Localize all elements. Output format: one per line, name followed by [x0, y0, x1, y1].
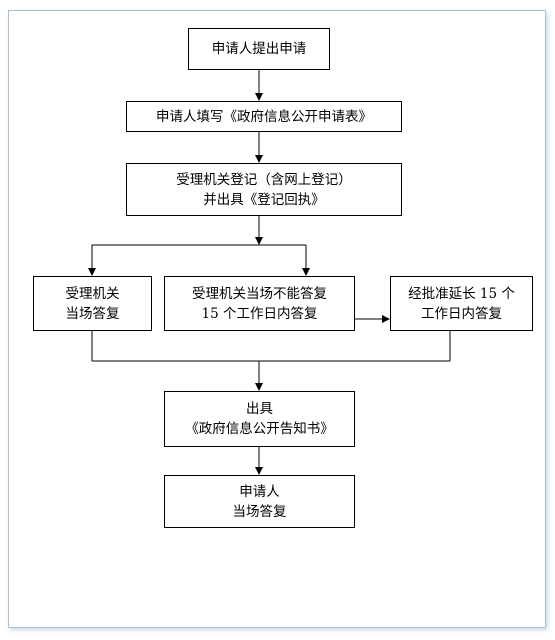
step-submit-box: 申请人提出申请 — [188, 28, 330, 70]
step-reply-box: 申请人 当场答复 — [164, 475, 355, 528]
step-reply-line2: 当场答复 — [232, 503, 287, 520]
step-notice-line1: 出具 — [246, 401, 273, 417]
step-submit-text: 申请人提出申请 — [211, 41, 307, 57]
step-extension-box: 经批准延长 15 个 工作日内答复 — [390, 276, 533, 331]
step-immediate-line2: 当场答复 — [65, 305, 120, 322]
step-15days-box: 受理机关当场不能答复 15 个工作日内答复 — [164, 276, 355, 331]
step-register-line1: 受理机关登记（含网上登记） — [176, 171, 352, 188]
step-immediate-line1: 受理机关 — [65, 285, 120, 302]
step-notice-box: 出具 《政府信息公开告知书》 — [164, 391, 355, 447]
step-fill-form-text: 申请人填写《政府信息公开申请表》 — [156, 108, 372, 125]
step-extension-line1: 经批准延长 15 个 — [408, 285, 515, 302]
step-register-line2: 并出具《登记回执》 — [203, 191, 325, 208]
step-register-box: 受理机关登记（含网上登记） 并出具《登记回执》 — [126, 163, 402, 216]
step-notice-line2: 《政府信息公开告知书》 — [185, 421, 334, 437]
step-15days-line2: 15 个工作日内答复 — [201, 305, 318, 322]
step-fill-form-box: 申请人填写《政府信息公开申请表》 — [126, 101, 402, 132]
step-extension-line2: 工作日内答复 — [420, 305, 502, 322]
step-immediate-box: 受理机关 当场答复 — [33, 276, 152, 331]
step-15days-line1: 受理机关当场不能答复 — [192, 285, 327, 302]
step-reply-line1: 申请人 — [239, 483, 280, 500]
